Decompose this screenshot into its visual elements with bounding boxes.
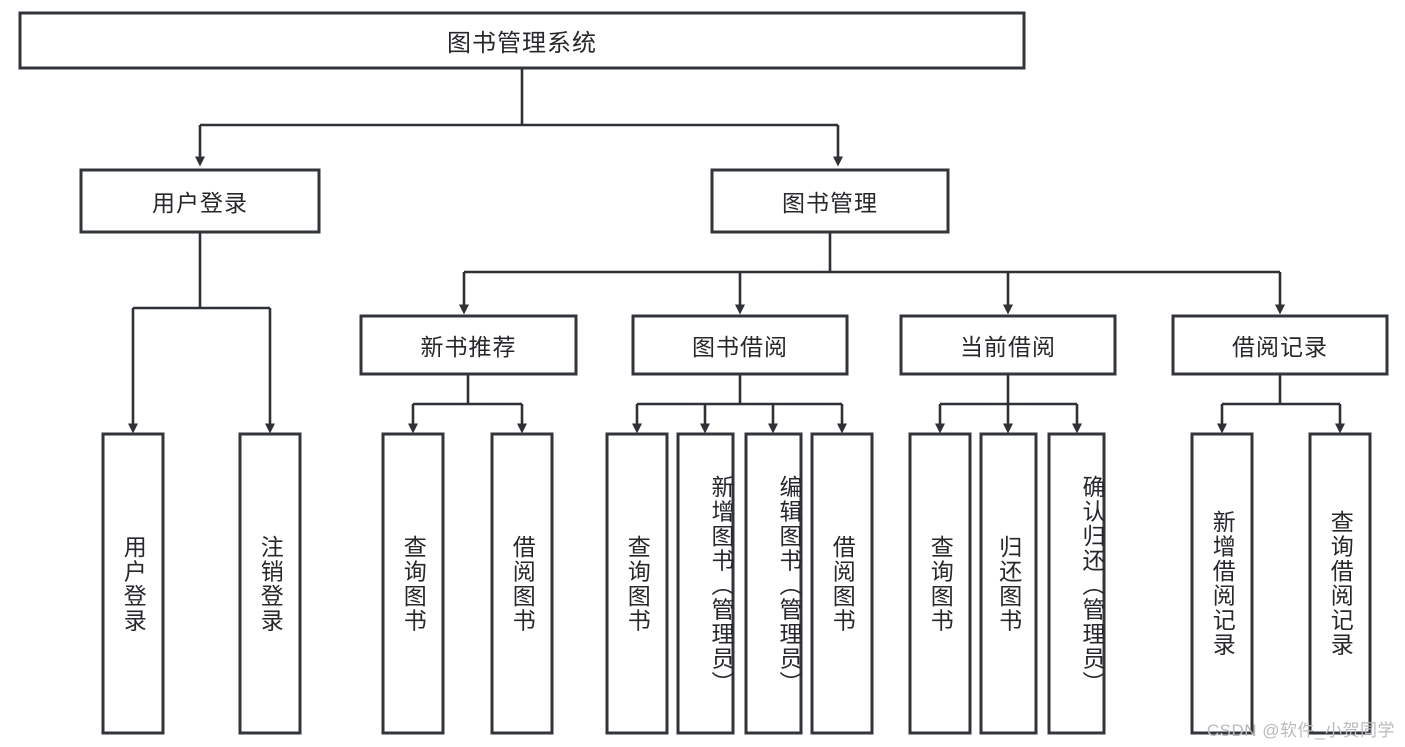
node-box-book-management[interactable] — [710, 168, 950, 234]
node-box-leaf-user-login[interactable] — [101, 432, 165, 735]
node-box-leaf-query-book-b[interactable] — [605, 432, 669, 735]
node-box-leaf-logout[interactable] — [238, 432, 302, 735]
node-box-root[interactable] — [18, 11, 1026, 70]
node-box-leaf-query-record[interactable] — [1308, 432, 1372, 735]
node-box-current-borrow[interactable] — [899, 314, 1117, 376]
watermark-text: CSDN @软件_小贺同学 — [1206, 721, 1395, 740]
node-boxes — [18, 11, 1389, 735]
node-box-leaf-borrow-book-a[interactable] — [490, 432, 554, 735]
node-box-leaf-borrow-book-b[interactable] — [810, 432, 874, 735]
node-box-leaf-add-book-admin[interactable] — [676, 432, 735, 735]
node-box-user-login[interactable] — [79, 168, 321, 234]
node-box-leaf-return-book[interactable] — [979, 432, 1038, 735]
node-box-leaf-edit-book-admin[interactable] — [744, 432, 803, 735]
connectors — [128, 68, 1345, 434]
node-box-leaf-add-record[interactable] — [1190, 432, 1254, 735]
node-box-book-borrow[interactable] — [631, 314, 849, 376]
node-box-leaf-query-book-a[interactable] — [381, 432, 445, 735]
node-box-borrow-record[interactable] — [1171, 314, 1389, 376]
node-box-new-book-recommend[interactable] — [359, 314, 578, 376]
node-box-leaf-confirm-return-admin[interactable] — [1047, 432, 1106, 735]
node-box-leaf-query-book-c[interactable] — [908, 432, 972, 735]
